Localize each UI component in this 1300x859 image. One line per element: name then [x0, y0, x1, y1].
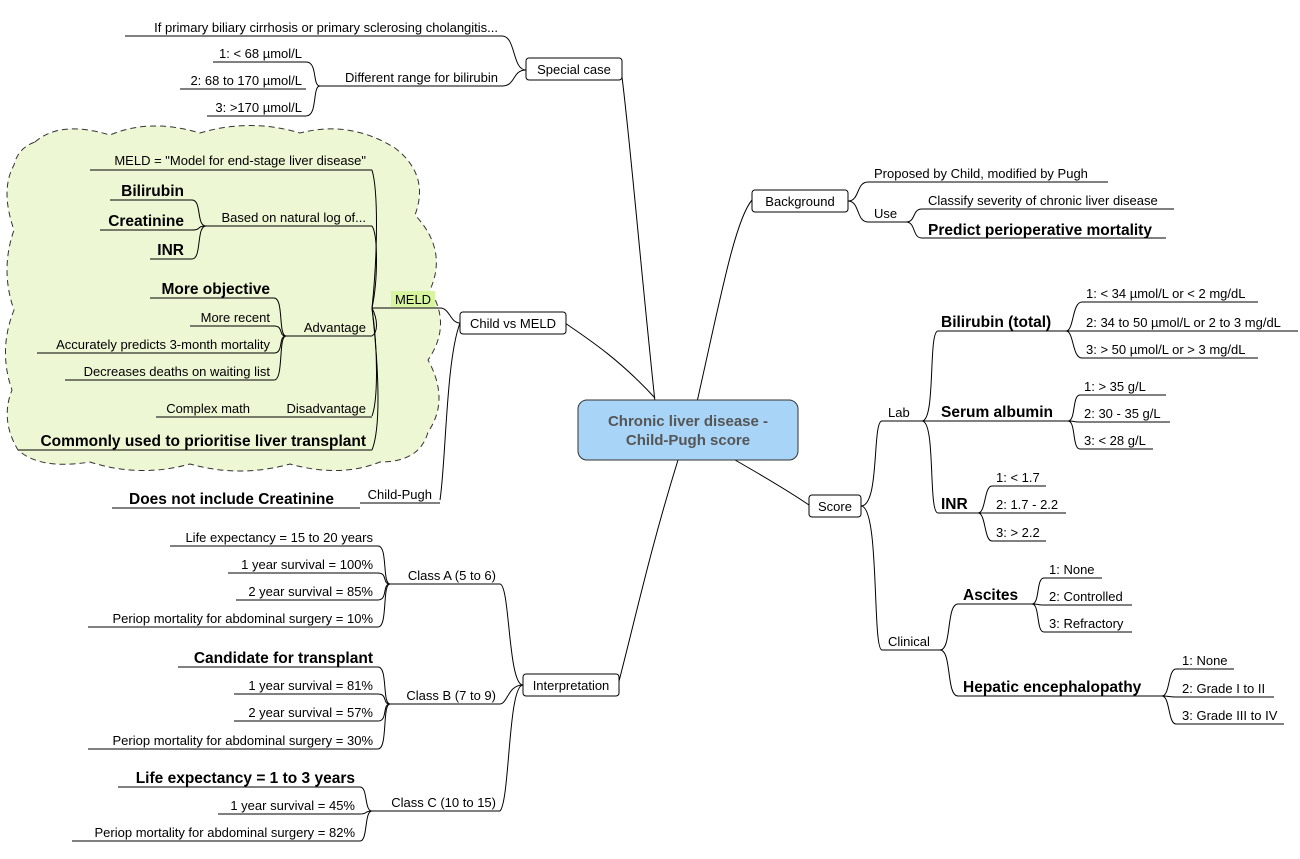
ascites-label: Ascites	[963, 587, 1018, 604]
meld-common-use: Commonly used to prioritise liver transp…	[40, 433, 366, 450]
background-proposed: Proposed by Child, modified by Pugh	[874, 166, 1088, 181]
bilirubin-range-label: Different range for bilirubin	[345, 70, 498, 85]
class-b-item: 2 year survival = 57%	[248, 705, 373, 720]
class-a-item: Life expectancy = 15 to 20 years	[185, 530, 373, 545]
natural-log-label: Based on natural log of...	[221, 210, 366, 225]
inr-item: 1: < 1.7	[996, 470, 1040, 485]
inr-item: 2: 1.7 - 2.2	[996, 497, 1058, 512]
special-case-node[interactable]	[525, 57, 623, 81]
use-item: Predict perioperative mortality	[928, 222, 1152, 239]
ascites-item: 3: Refractory	[1049, 616, 1124, 631]
child-vs-meld-branch: Child vs MELD MELD Child-Pugh MELD = "Mo…	[18, 153, 567, 509]
ascites-item: 2: Controlled	[1049, 589, 1123, 604]
lab-label: Lab	[888, 405, 910, 420]
encephalopathy-item: 1: None	[1182, 653, 1228, 668]
class-a-item: 1 year survival = 100%	[241, 557, 373, 572]
albumin-item: 1: > 35 g/L	[1084, 379, 1146, 394]
class-c-label: Class C (10 to 15)	[391, 795, 496, 810]
use-label: Use	[874, 206, 897, 221]
child-pugh-label: Child-Pugh	[368, 487, 432, 502]
class-b-item: 1 year survival = 81%	[248, 678, 373, 693]
class-a-label: Class A (5 to 6)	[408, 568, 496, 583]
disadvantage-item: Complex math	[166, 401, 250, 416]
class-c-item: 1 year survival = 45%	[230, 798, 355, 813]
class-a-item: 2 year survival = 85%	[248, 584, 373, 599]
use-item: Classify severity of chronic liver disea…	[928, 193, 1158, 208]
class-b-label: Class B (7 to 9)	[406, 688, 496, 703]
class-b-item: Candidate for transplant	[194, 650, 373, 667]
inr-label: INR	[941, 496, 968, 513]
bilirubin-label: Bilirubin (total)	[941, 314, 1051, 331]
bilirubin-range-item: 1: < 68 µmol/L	[219, 46, 302, 61]
meld-label: MELD	[395, 292, 431, 307]
encephalopathy-item: 2: Grade I to II	[1182, 681, 1265, 696]
ascites-item: 1: None	[1049, 562, 1095, 577]
score-branch: Score Lab Clinical Bilirubin (total) 1: …	[808, 286, 1298, 725]
class-a-item: Periop mortality for abdominal surgery =…	[113, 611, 374, 626]
interpretation-label: Interpretation	[533, 678, 610, 693]
interpretation-branch: Interpretation Class A (5 to 6) Class B …	[72, 530, 620, 842]
child-vs-meld-label: Child vs MELD	[470, 316, 556, 331]
disadvantage-label: Disadvantage	[287, 401, 367, 416]
advantage-item: Accurately predicts 3-month mortality	[56, 337, 270, 352]
background-label: Background	[765, 194, 834, 209]
class-c-item: Periop mortality for abdominal surgery =…	[95, 825, 356, 840]
center-connectors	[564, 76, 810, 686]
central-title-line2: Child-Pugh score	[626, 432, 750, 449]
meld-highlight	[391, 291, 435, 307]
encephalopathy-item: 3: Grade III to IV	[1182, 708, 1278, 723]
albumin-item: 3: < 28 g/L	[1084, 433, 1146, 448]
child-pugh-item: Does not include Creatinine	[129, 491, 334, 508]
albumin-label: Serum albumin	[941, 404, 1053, 421]
encephalopathy-label: Hepatic encephalopathy	[963, 679, 1142, 696]
advantage-item: More recent	[201, 310, 271, 325]
clinical-label: Clinical	[888, 634, 930, 649]
special-case-note: If primary biliary cirrhosis or primary …	[154, 20, 498, 35]
special-case-branch: Special case If primary biliary cirrhosi…	[125, 20, 623, 117]
central-title-line1: Chronic liver disease -	[608, 413, 768, 430]
central-topic[interactable]: Chronic liver disease - Child-Pugh score	[577, 399, 799, 461]
inr-item: 3: > 2.2	[996, 525, 1040, 540]
central-node[interactable]	[577, 399, 799, 461]
class-b-item: Periop mortality for abdominal surgery =…	[113, 733, 374, 748]
class-c-item: Life expectancy = 1 to 3 years	[136, 770, 355, 787]
bilirubin-item: 3: > 50 µmol/L or > 3 mg/dL	[1086, 342, 1246, 357]
meld-definition: MELD = "Model for end-stage liver diseas…	[114, 153, 366, 168]
background-branch: Background Proposed by Child, modified b…	[751, 166, 1174, 239]
bilirubin-range-item: 2: 68 to 170 µmol/L	[190, 73, 302, 88]
advantage-item: More objective	[161, 281, 270, 298]
advantage-item: Decreases deaths on waiting list	[84, 364, 271, 379]
bilirubin-item: 2: 34 to 50 µmol/L or 2 to 3 mg/dL	[1086, 315, 1281, 330]
score-label: Score	[818, 499, 852, 514]
natural-log-item: INR	[157, 242, 184, 259]
bilirubin-range-item: 3: >170 µmol/L	[215, 100, 302, 115]
bilirubin-item: 1: < 34 µmol/L or < 2 mg/dL	[1086, 286, 1246, 301]
natural-log-item: Bilirubin	[121, 183, 184, 200]
natural-log-item: Creatinine	[108, 213, 184, 230]
advantage-label: Advantage	[304, 320, 366, 335]
albumin-item: 2: 30 - 35 g/L	[1084, 406, 1161, 421]
special-case-label: Special case	[537, 62, 611, 77]
